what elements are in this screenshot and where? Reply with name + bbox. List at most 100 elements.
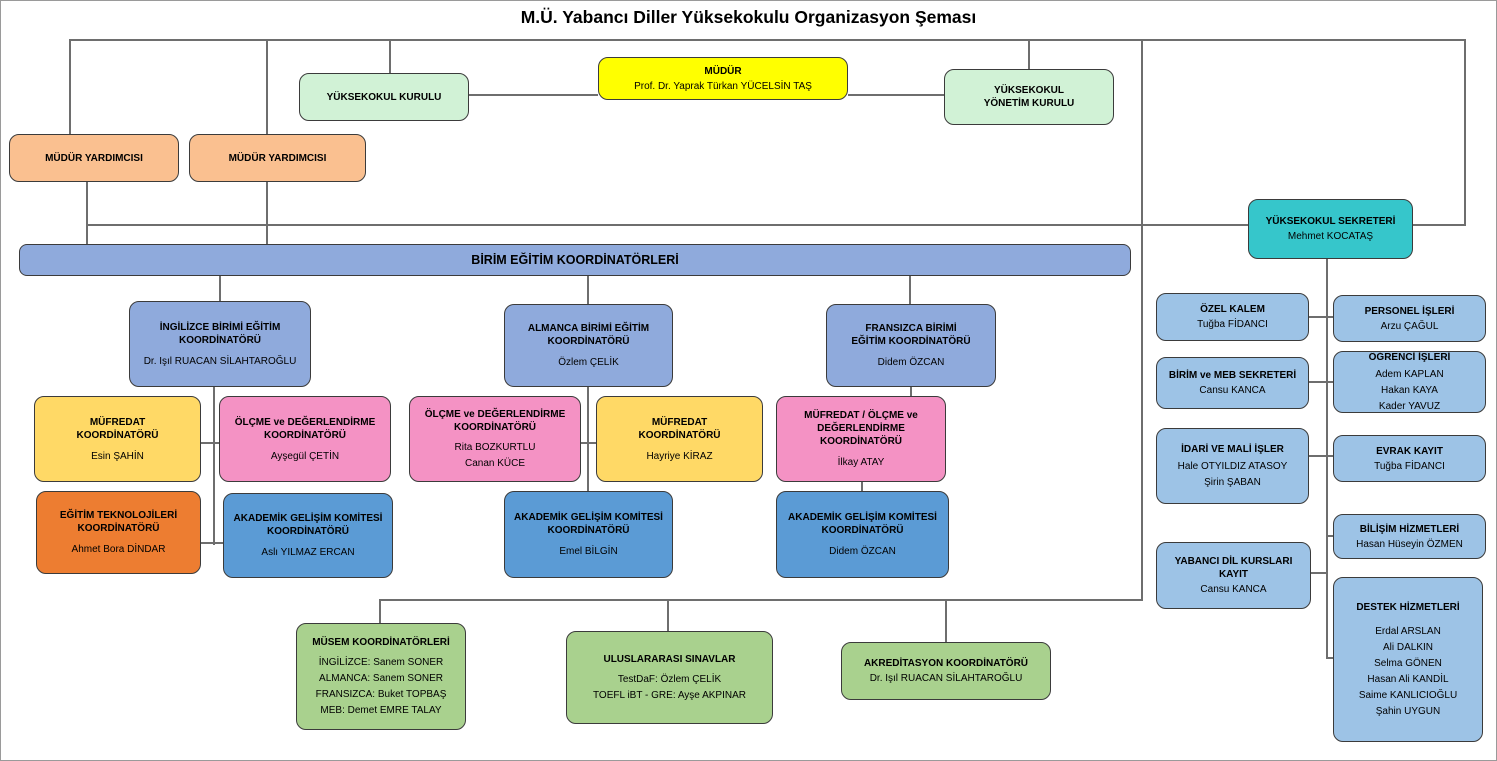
node-mudur: MÜDÜR Prof. Dr. Yaprak Türkan YÜCELSİN T… bbox=[598, 57, 848, 100]
node-title: İNGİLİZCE BİRİMİ EĞİTİM KOORDİNATÖRÜ bbox=[159, 321, 281, 346]
node-person: Emel BİLGİN bbox=[559, 546, 618, 557]
node-title: MÜSEM KOORDİNATÖRLERİ bbox=[312, 637, 450, 648]
connector-line bbox=[219, 276, 221, 303]
node-title: ULUSLARARASI SINAVLAR bbox=[603, 654, 736, 665]
node-title: MÜDÜR YARDIMCISI bbox=[45, 152, 143, 164]
node-person: Dr. Işıl RUACAN SİLAHTAROĞLU bbox=[869, 673, 1023, 684]
node-akademik-ing: AKADEMİK GELİŞİM KOMİTESİ KOORDİNATÖRÜ A… bbox=[223, 493, 393, 578]
node-title: BİLİŞİM HİZMETLERİ bbox=[1359, 523, 1460, 535]
node-person: Dr. Işıl RUACAN SİLAHTAROĞLU bbox=[143, 355, 297, 367]
node-person: Arzu ÇAĞUL bbox=[1380, 320, 1439, 332]
node-title: YÜKSEKOKUL SEKRETERİ bbox=[1265, 216, 1396, 227]
node-ingilizce-koordinatoru: İNGİLİZCE BİRİMİ EĞİTİM KOORDİNATÖRÜ Dr.… bbox=[129, 301, 311, 387]
node-person: Tuğba FİDANCI bbox=[1374, 460, 1445, 472]
node-birim-egitim-koordinatorleri: BİRİM EĞİTİM KOORDİNATÖRLERİ bbox=[19, 244, 1131, 276]
connector-line bbox=[1309, 316, 1335, 318]
node-title: BİRİM ve MEB SEKRETERİ bbox=[1168, 370, 1297, 381]
connector-line bbox=[667, 599, 669, 633]
node-title: EĞİTİM TEKNOLOJİLERİ KOORDİNATÖRÜ bbox=[59, 510, 178, 534]
connector-line bbox=[213, 386, 215, 545]
node-yuksekokul-sekreteri: YÜKSEKOKUL SEKRETERİ Mehmet KOCATAŞ bbox=[1248, 199, 1413, 259]
node-person: Cansu KANCA bbox=[1199, 385, 1266, 396]
node-title: FRANSIZCA BİRİMİ EĞİTİM KOORDİNATÖRÜ bbox=[851, 323, 971, 347]
node-birim-meb-sekreteri: BİRİM ve MEB SEKRETERİ Cansu KANCA bbox=[1156, 357, 1309, 409]
connector-line bbox=[1326, 535, 1335, 537]
node-title: MÜDÜR bbox=[704, 65, 742, 77]
node-person: Özlem ÇELİK bbox=[558, 357, 619, 368]
node-title: ALMANCA BİRİMİ EĞİTİM KOORDİNATÖRÜ bbox=[527, 323, 650, 347]
connector-line bbox=[379, 599, 1143, 601]
node-title: ÖĞRENCİ İŞLERİ bbox=[1368, 352, 1451, 363]
node-person: Ahmet Bora DİNDAR bbox=[71, 544, 166, 555]
node-person: İlkay ATAY bbox=[837, 457, 885, 468]
node-musem-koordinatorleri: MÜSEM KOORDİNATÖRLERİ İNGİLİZCE: Sanem S… bbox=[296, 623, 466, 730]
connector-line bbox=[69, 39, 71, 136]
node-title: ÖLÇME ve DEĞERLENDİRME KOORDİNATÖRÜ bbox=[234, 416, 376, 441]
node-person: Prof. Dr. Yaprak Türkan YÜCELSİN TAŞ bbox=[634, 80, 812, 92]
node-person: Cansu KANCA bbox=[1200, 584, 1267, 595]
connector-line bbox=[581, 442, 596, 444]
node-person: Esin ŞAHİN bbox=[91, 450, 144, 462]
connector-line bbox=[86, 182, 88, 246]
node-title: YÜKSEKOKUL KURULU bbox=[326, 91, 442, 103]
node-title: ÖLÇME ve DEĞERLENDİRME KOORDİNATÖRÜ bbox=[424, 409, 566, 433]
node-mudur-yardimcisi-2: MÜDÜR YARDIMCISI bbox=[189, 134, 366, 182]
node-title: YÜKSEKOKUL YÖNETİM KURULU bbox=[983, 85, 1075, 109]
node-person: Didem ÖZCAN bbox=[829, 546, 896, 557]
node-title: MÜFREDAT KOORDİNATÖRÜ bbox=[638, 416, 721, 441]
node-bilisim-hizmetleri: BİLİŞİM HİZMETLERİ Hasan Hüseyin ÖZMEN bbox=[1333, 514, 1486, 559]
node-mufredat-ing: MÜFREDAT KOORDİNATÖRÜ Esin ŞAHİN bbox=[34, 396, 201, 482]
connector-line bbox=[69, 39, 1464, 41]
connector-line bbox=[201, 442, 219, 444]
node-person: Aslı YILMAZ ERCAN bbox=[261, 547, 355, 558]
connector-line bbox=[389, 39, 391, 75]
connector-line bbox=[86, 224, 1466, 226]
node-title: BİRİM EĞİTİM KOORDİNATÖRLERİ bbox=[471, 252, 679, 267]
node-mufredat-olcme-fra: MÜFREDAT / ÖLÇME ve DEĞERLENDİRME KOORDİ… bbox=[776, 396, 946, 482]
node-person: Didem ÖZCAN bbox=[877, 357, 945, 368]
node-title: MÜFREDAT KOORDİNATÖRÜ bbox=[76, 416, 159, 441]
node-person: Tuğba FİDANCI bbox=[1197, 319, 1268, 330]
connector-line bbox=[379, 599, 381, 625]
connector-line bbox=[910, 386, 912, 398]
node-title: ÖZEL KALEM bbox=[1200, 304, 1265, 315]
connector-line bbox=[1311, 572, 1328, 574]
connector-line bbox=[266, 182, 268, 246]
node-akreditasyon: AKREDİTASYON KOORDİNATÖRÜ Dr. Işıl RUACA… bbox=[841, 642, 1051, 700]
connector-line bbox=[1309, 381, 1335, 383]
connector-line bbox=[266, 39, 268, 136]
node-idari-mali-isler: İDARİ VE MALİ İŞLER Hale OTYILDIZ ATASOY… bbox=[1156, 428, 1309, 504]
node-ozel-kalem: ÖZEL KALEM Tuğba FİDANCI bbox=[1156, 293, 1309, 341]
node-personel-isleri: PERSONEL İŞLERİ Arzu ÇAĞUL bbox=[1333, 295, 1486, 342]
node-title: PERSONEL İŞLERİ bbox=[1364, 305, 1455, 317]
node-akademik-alm: AKADEMİK GELİŞİM KOMİTESİ KOORDİNATÖRÜ E… bbox=[504, 491, 673, 578]
node-egitim-teknolojileri: EĞİTİM TEKNOLOJİLERİ KOORDİNATÖRÜ Ahmet … bbox=[36, 491, 201, 574]
node-title: MÜDÜR YARDIMCISI bbox=[228, 152, 327, 164]
node-title: DESTEK HİZMETLERİ bbox=[1356, 602, 1460, 613]
node-title: AKADEMİK GELİŞİM KOMİTESİ KOORDİNATÖRÜ bbox=[788, 512, 937, 536]
connector-line bbox=[1028, 39, 1030, 71]
connector-line bbox=[1326, 257, 1328, 659]
connector-line bbox=[861, 481, 863, 493]
node-person: Ayşegül ÇETİN bbox=[270, 450, 340, 462]
node-almanca-koordinatoru: ALMANCA BİRİMİ EĞİTİM KOORDİNATÖRÜ Özlem… bbox=[504, 304, 673, 387]
connector-line bbox=[469, 94, 598, 96]
connector-line bbox=[1309, 455, 1335, 457]
node-title: AKADEMİK GELİŞİM KOMİTESİ KOORDİNATÖRÜ bbox=[233, 513, 383, 537]
node-yuksekokul-kurulu: YÜKSEKOKUL KURULU bbox=[299, 73, 469, 121]
node-title: İDARİ VE MALİ İŞLER bbox=[1181, 444, 1284, 455]
connector-line bbox=[201, 542, 223, 544]
node-olcme-ing: ÖLÇME ve DEĞERLENDİRME KOORDİNATÖRÜ Ayşe… bbox=[219, 396, 391, 482]
node-yabanci-dil-kurslari: YABANCI DİL KURSLARI KAYIT Cansu KANCA bbox=[1156, 542, 1311, 609]
node-title: MÜFREDAT / ÖLÇME ve DEĞERLENDİRME KOORDİ… bbox=[804, 410, 918, 447]
connector-line bbox=[909, 276, 911, 306]
node-title: EVRAK KAYIT bbox=[1376, 445, 1443, 457]
